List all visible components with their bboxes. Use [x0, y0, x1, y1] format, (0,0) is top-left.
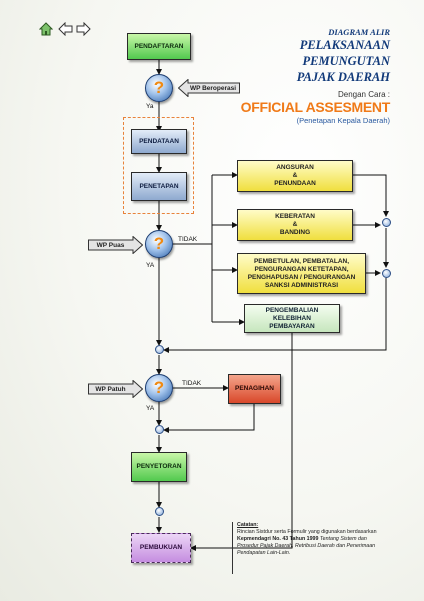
header-line2: PELAKSANAAN [299, 38, 390, 52]
junction-right-1 [382, 218, 391, 227]
home-icon[interactable] [39, 22, 53, 36]
label-ya-q3: YA [146, 405, 155, 412]
arrow-right-icon[interactable] [76, 22, 91, 36]
node-pembetulan[interactable]: PEMBETULAN, PEMBATALAN, PENGURANGAN KETE… [237, 253, 366, 294]
dashed-group [123, 117, 194, 214]
method-title: OFFICIAL ASSESMENT [240, 99, 391, 115]
node-penetapan[interactable]: PENETAPAN [131, 172, 187, 201]
method-subtitle: (Penetapan Kepala Daerah) [296, 116, 390, 125]
decision-q1[interactable]: ? [145, 74, 173, 102]
header-line3: PEMUNGUTAN [302, 54, 390, 68]
header-line1: DIAGRAM ALIR [328, 27, 390, 37]
edge-pengembalian-pembukuan [190, 333, 293, 551]
junction-b [155, 425, 164, 434]
label-ya-q2: YA [146, 262, 155, 269]
decision-q2[interactable]: ? [145, 230, 173, 258]
edge-penagihan-juncb [163, 404, 255, 433]
decision-q3[interactable]: ? [145, 374, 173, 402]
node-penyetoran[interactable]: PENYETORAN [131, 452, 187, 482]
node-keberatan[interactable]: KEBERATAN & BANDING [237, 209, 353, 241]
edge-angsuran-junc [353, 174, 389, 217]
wp-puas-label: WP Puas [96, 241, 125, 249]
arrow-left-icon[interactable] [58, 22, 73, 36]
wp-beroperasi-label: WP Beroperasi [189, 84, 237, 92]
wp-patuh-label: WP Patuh [95, 385, 126, 393]
node-pendaftaran[interactable]: PENDAFTARAN [127, 33, 191, 60]
junction-right-2 [382, 269, 391, 278]
note-line2-rest: Tentang Sistem dan [318, 536, 367, 542]
node-pengembalian[interactable]: PENGEMBALIAN KELEBIHAN PEMBAYARAN [244, 304, 340, 333]
input-wp-beroperasi: WP Beroperasi [178, 79, 240, 97]
junction-c [155, 507, 164, 516]
label-ya-q1: Ya [146, 103, 154, 110]
method-prefix: Dengan Cara : [337, 90, 390, 99]
note-line4: Pendapatan Lain-Lain. [237, 550, 291, 556]
node-pembukuan[interactable]: PEMBUKUAN [131, 533, 191, 563]
node-angsuran[interactable]: ANGSURAN & PENUNDAAN [237, 160, 353, 192]
edge-rail-junc-a [163, 278, 387, 353]
input-wp-puas: WP Puas [88, 236, 143, 254]
note-line3: Prosedur Pajak Daerah, Retribusi Daerah … [237, 543, 376, 549]
note-line1: Rincian Sistdur serta Formulir yang digu… [237, 529, 377, 535]
note-box: Catatan: Rincian Sistdur serta Formulir … [232, 522, 410, 574]
note-line2: Kepmendagri No. 43 Tahun 1999 Tentang Si… [237, 536, 410, 543]
note-heading: Catatan: [237, 522, 259, 528]
label-tidak-q2: TIDAK [178, 236, 198, 243]
label-tidak-q3: TIDAK [182, 380, 202, 387]
header-line4: PAJAK DAERAH [296, 70, 390, 84]
input-wp-patuh: WP Patuh [88, 380, 143, 398]
node-penagihan[interactable]: PENAGIHAN [228, 374, 281, 404]
junction-a [155, 345, 164, 354]
node-pendataan[interactable]: PENDATAAN [131, 129, 187, 154]
note-bold: Kepmendagri No. 43 Tahun 1999 [237, 536, 319, 542]
